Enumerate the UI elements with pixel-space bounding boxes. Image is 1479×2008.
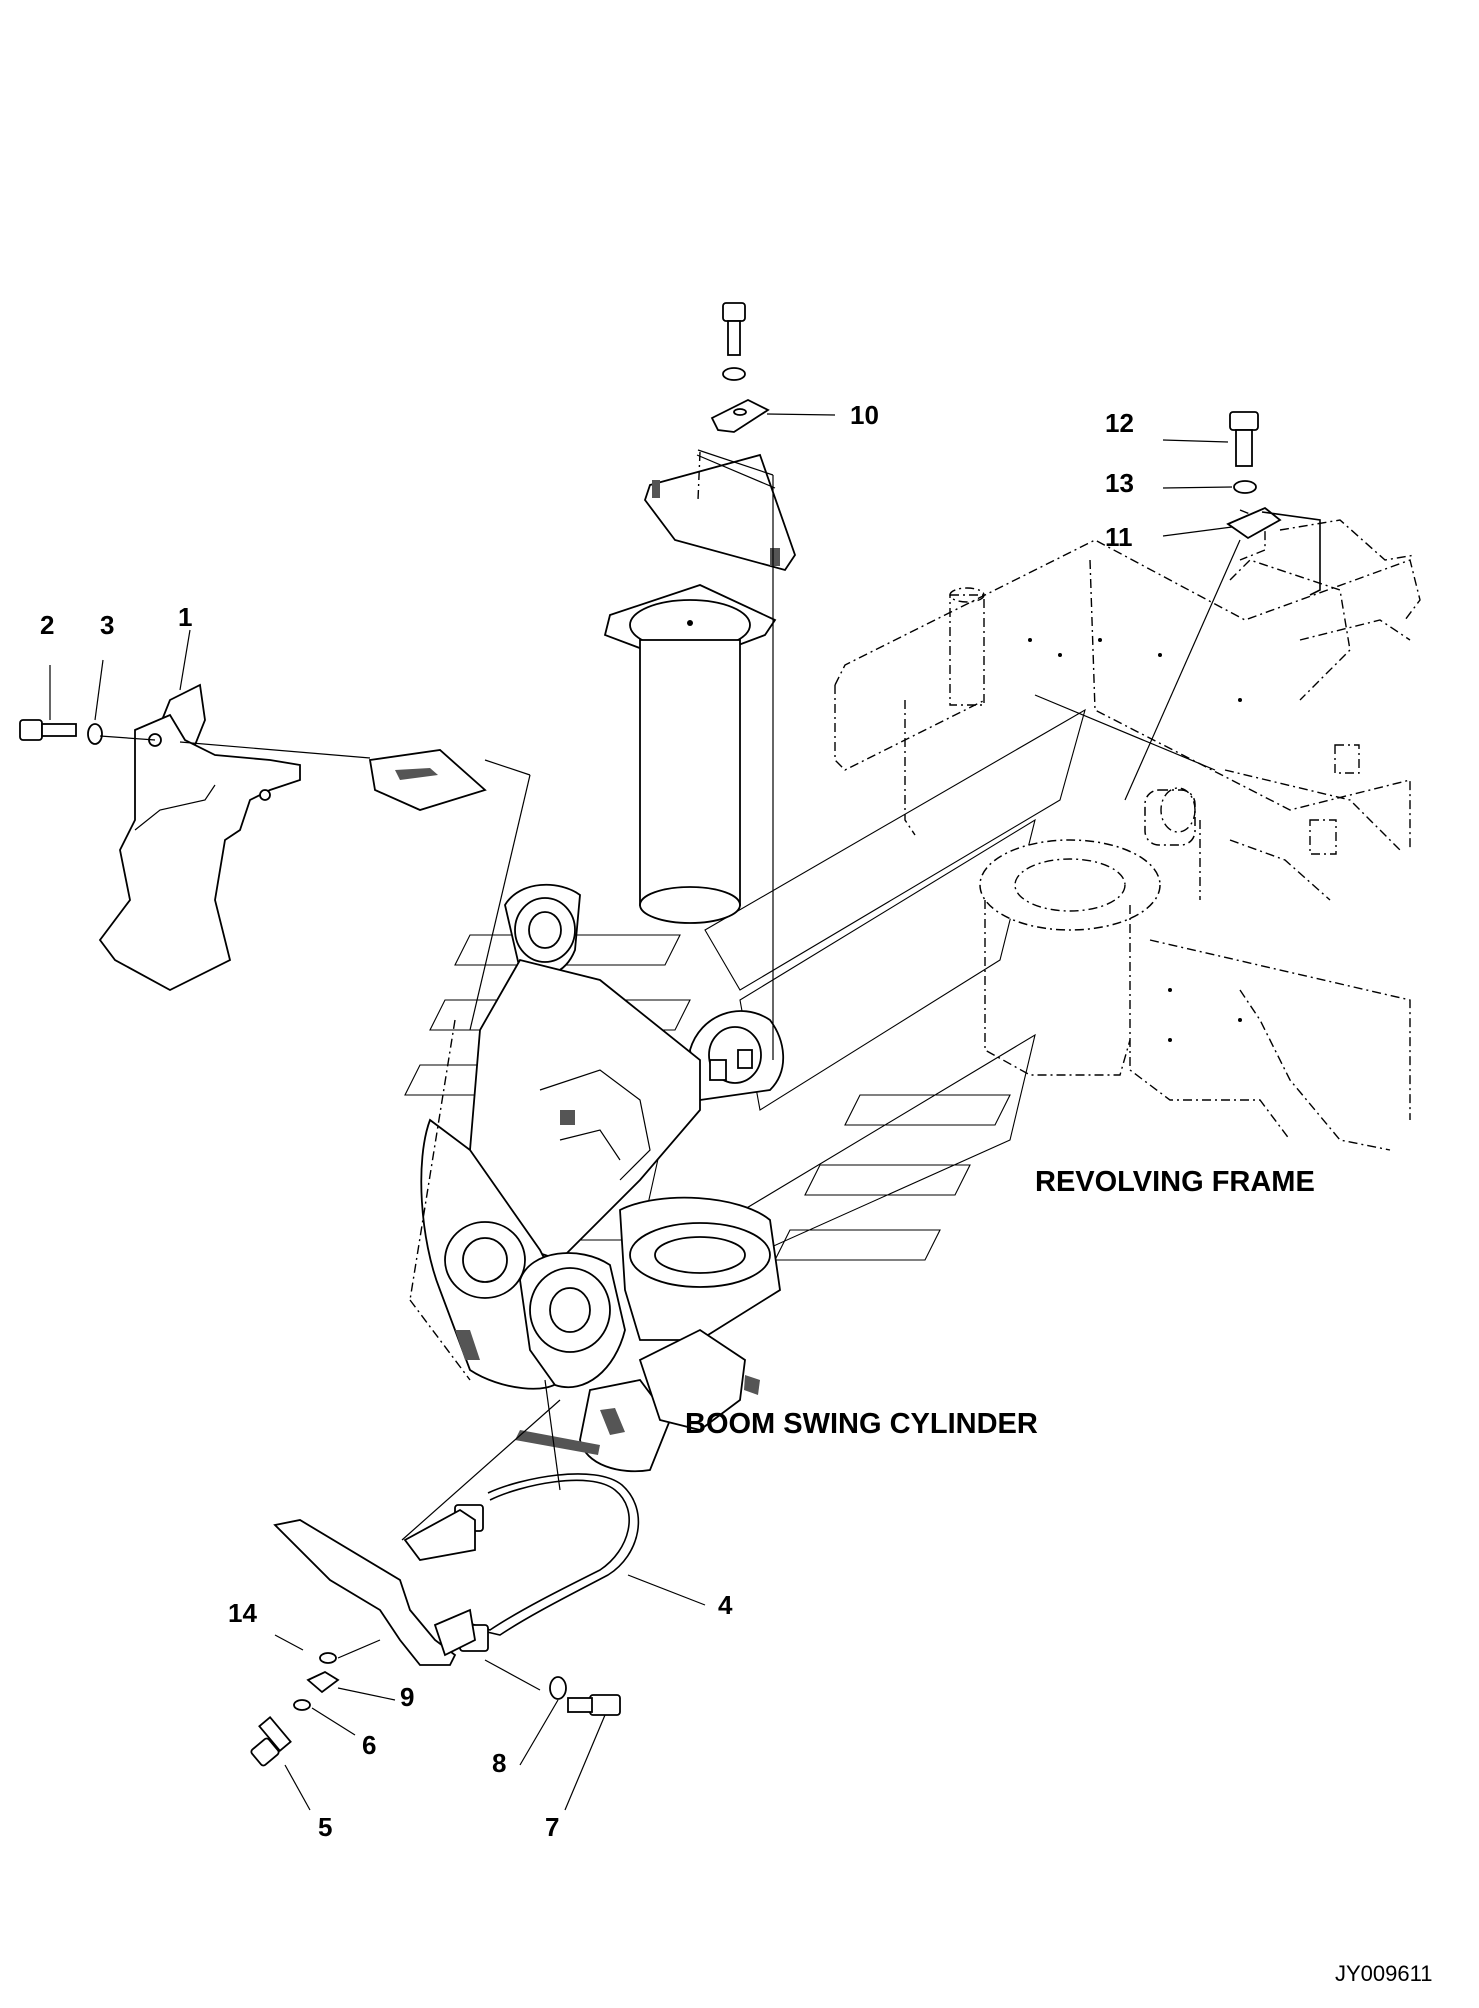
callout-12: 12	[1105, 408, 1134, 438]
caption-boom-swing-cylinder: BOOM SWING CYLINDER	[685, 1408, 1038, 1440]
callout-14: 14	[228, 1598, 257, 1628]
part-4-hose-assembly	[273, 1379, 706, 1691]
parts-2-3-bolt-washer	[19, 629, 531, 1031]
document-id: JY009611	[1335, 1961, 1433, 1986]
callout-8: 8	[492, 1748, 507, 1778]
callout-7: 7	[545, 1812, 560, 1842]
callout-10: 10	[850, 400, 879, 430]
callout-3: 3	[100, 610, 115, 640]
callout-1: 1	[178, 602, 193, 632]
parts-11-12-13	[1124, 411, 1321, 801]
callout-6: 6	[362, 1730, 377, 1760]
callout-2: 2	[40, 610, 55, 640]
cylinder-pin	[603, 453, 796, 924]
caption-revolving-frame: REVOLVING FRAME	[1035, 1166, 1315, 1198]
parts-5-to-9-14	[250, 1634, 621, 1811]
boom-swing-bracket	[409, 883, 785, 1473]
callout-11: 11	[1105, 522, 1133, 552]
callout-4: 4	[718, 1590, 733, 1620]
callout-13: 13	[1105, 468, 1134, 498]
part-10-plate-and-bolt	[697, 302, 836, 1060]
part-1-cover	[98, 683, 487, 992]
revolving-frame	[834, 509, 1421, 1151]
callout-5: 5	[318, 1812, 333, 1842]
callout-9: 9	[400, 1682, 415, 1712]
